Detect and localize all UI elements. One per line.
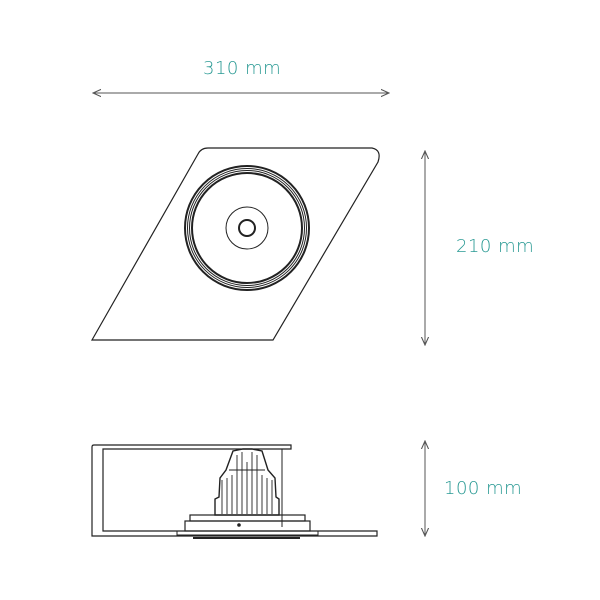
height-label: 100 mm — [444, 478, 523, 499]
led-center — [238, 219, 256, 237]
flange — [184, 520, 311, 532]
heatsink — [214, 448, 280, 516]
lens-ring — [225, 206, 269, 250]
outer-ring — [184, 165, 310, 291]
side-view — [91, 444, 378, 539]
top-view — [90, 147, 380, 341]
housing — [91, 444, 378, 537]
width-label: 310 mm — [203, 58, 282, 79]
parallelogram-plate — [90, 147, 380, 341]
depth-label: 210 mm — [456, 236, 535, 257]
